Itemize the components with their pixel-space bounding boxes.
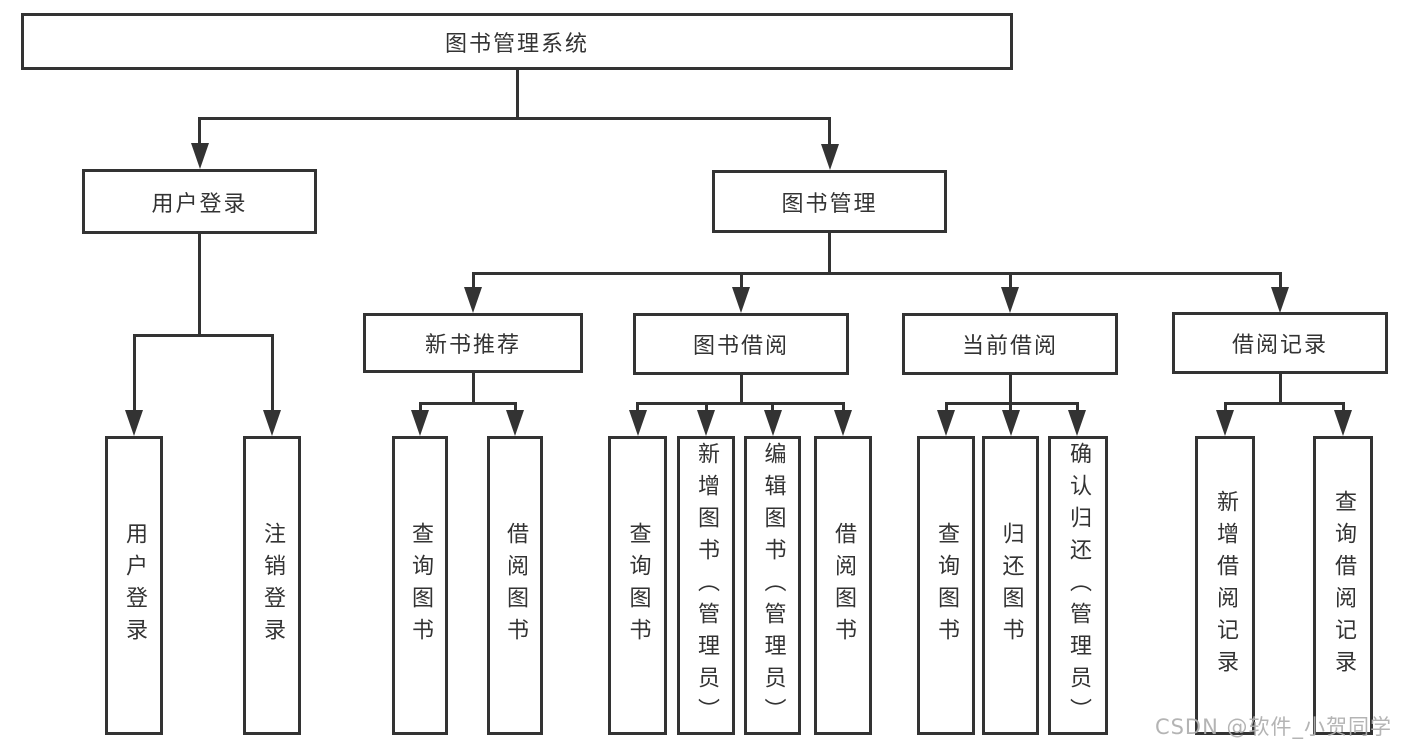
node-user-login: 用户登录 — [82, 169, 317, 234]
leaf-query-books-borrow: 查询图书 — [608, 436, 667, 735]
arrow-down-icon — [1271, 287, 1289, 313]
node-current-borrow-label: 当前借阅 — [961, 334, 1058, 359]
arrow-down-icon — [763, 410, 782, 436]
arrow-down-icon — [190, 143, 209, 169]
connector-line — [828, 233, 831, 272]
leaf-add-borrow-record: 新增借阅记录 — [1195, 436, 1255, 735]
leaf-query-books-current-label: 查询图书 — [934, 521, 959, 650]
leaf-query-books-recommend: 查询图书 — [392, 436, 448, 735]
arrow-down-icon — [834, 410, 852, 436]
connector-line — [828, 117, 831, 145]
arrow-down-icon — [732, 287, 750, 313]
leaf-query-books-borrow-label: 查询图书 — [625, 521, 651, 650]
leaf-logout-label: 注销登录 — [260, 521, 285, 650]
leaf-borrow-books: 借阅图书 — [814, 436, 872, 735]
node-new-book-recommend: 新书推荐 — [363, 313, 583, 373]
connector-line — [471, 272, 1282, 275]
leaf-return-book: 归还图书 — [982, 436, 1039, 735]
node-borrow-records-label: 借阅记录 — [1231, 333, 1328, 358]
connector-line — [739, 375, 743, 405]
connector-line — [513, 402, 517, 413]
connector-line — [1223, 402, 1345, 405]
arrow-down-icon — [506, 410, 524, 436]
leaf-add-borrow-record-label: 新增借阅记录 — [1213, 489, 1238, 682]
leaf-confirm-return-admin: 确认归还（管理员） — [1048, 436, 1108, 735]
arrow-down-icon — [937, 410, 955, 436]
node-root: 图书管理系统 — [21, 13, 1013, 70]
connector-line — [636, 402, 639, 413]
connector-line — [471, 373, 475, 405]
arrow-down-icon — [263, 410, 281, 436]
arrow-down-icon — [125, 410, 143, 436]
leaf-add-book-admin: 新增图书（管理员） — [677, 436, 735, 735]
node-book-borrow-label: 图书借阅 — [692, 334, 789, 359]
connector-line — [418, 402, 517, 405]
leaf-user-login: 用户登录 — [105, 436, 163, 735]
connector-line — [1008, 272, 1012, 289]
leaf-edit-book-admin: 编辑图书（管理员） — [744, 436, 801, 735]
connector-line — [771, 402, 774, 413]
connector-line — [1223, 402, 1227, 413]
leaf-return-book-label: 归还图书 — [998, 521, 1024, 650]
node-new-book-recommend-label: 新书推荐 — [424, 333, 521, 358]
leaf-query-borrow-record: 查询借阅记录 — [1313, 436, 1373, 735]
node-borrow-records: 借阅记录 — [1172, 312, 1388, 374]
connector-line — [418, 402, 422, 413]
connector-line — [1341, 402, 1345, 413]
leaf-confirm-return-admin-label: 确认归还（管理员） — [1066, 441, 1091, 730]
connector-line — [1008, 375, 1012, 405]
connector-line — [704, 402, 708, 413]
leaf-query-books-current: 查询图书 — [917, 436, 975, 735]
connector-line — [198, 117, 831, 120]
connector-line — [198, 117, 201, 145]
node-book-borrow: 图书借阅 — [633, 313, 849, 375]
leaf-borrow-books-label: 借阅图书 — [831, 521, 856, 650]
arrow-down-icon — [697, 410, 715, 436]
arrow-down-icon — [464, 287, 482, 313]
connector-line — [198, 234, 201, 336]
node-current-borrow: 当前借阅 — [902, 313, 1118, 375]
leaf-query-borrow-record-label: 查询借阅记录 — [1331, 489, 1356, 682]
connector-line — [132, 334, 274, 337]
arrow-down-icon — [1001, 410, 1020, 436]
arrow-down-icon — [820, 144, 839, 170]
connector-line — [944, 402, 948, 413]
leaf-borrow-books-recommend: 借阅图书 — [487, 436, 543, 735]
arrow-down-icon — [1216, 410, 1234, 436]
connector-line — [132, 334, 136, 413]
connector-line — [1009, 402, 1012, 413]
arrow-down-icon — [1001, 287, 1019, 313]
arrow-down-icon — [411, 410, 429, 436]
connector-line — [841, 402, 845, 413]
csdn-watermark: CSDN @软件_小贺同学 — [1154, 715, 1392, 739]
leaf-borrow-books-recommend-label: 借阅图书 — [503, 521, 528, 650]
connector-line — [1278, 374, 1282, 405]
leaf-user-login-label: 用户登录 — [122, 521, 147, 650]
node-user-login-label: 用户登录 — [151, 191, 248, 217]
arrow-down-icon — [1068, 410, 1086, 436]
connector-line — [515, 70, 519, 117]
arrow-down-icon — [628, 410, 647, 436]
connector-line — [1278, 272, 1282, 289]
connector-line — [636, 402, 844, 405]
node-book-management: 图书管理 — [712, 170, 947, 233]
arrow-down-icon — [1334, 410, 1352, 436]
connector-line — [1075, 402, 1079, 413]
node-book-management-label: 图书管理 — [781, 191, 878, 217]
connector-line — [270, 334, 274, 413]
leaf-logout: 注销登录 — [243, 436, 301, 735]
leaf-add-book-admin-label: 新增图书（管理员） — [694, 441, 719, 730]
leaf-query-books-recommend-label: 查询图书 — [408, 521, 433, 650]
leaf-edit-book-admin-label: 编辑图书（管理员） — [760, 441, 786, 730]
connector-line — [739, 272, 743, 289]
connector-line — [471, 272, 475, 289]
node-root-label: 图书管理系统 — [444, 31, 589, 57]
